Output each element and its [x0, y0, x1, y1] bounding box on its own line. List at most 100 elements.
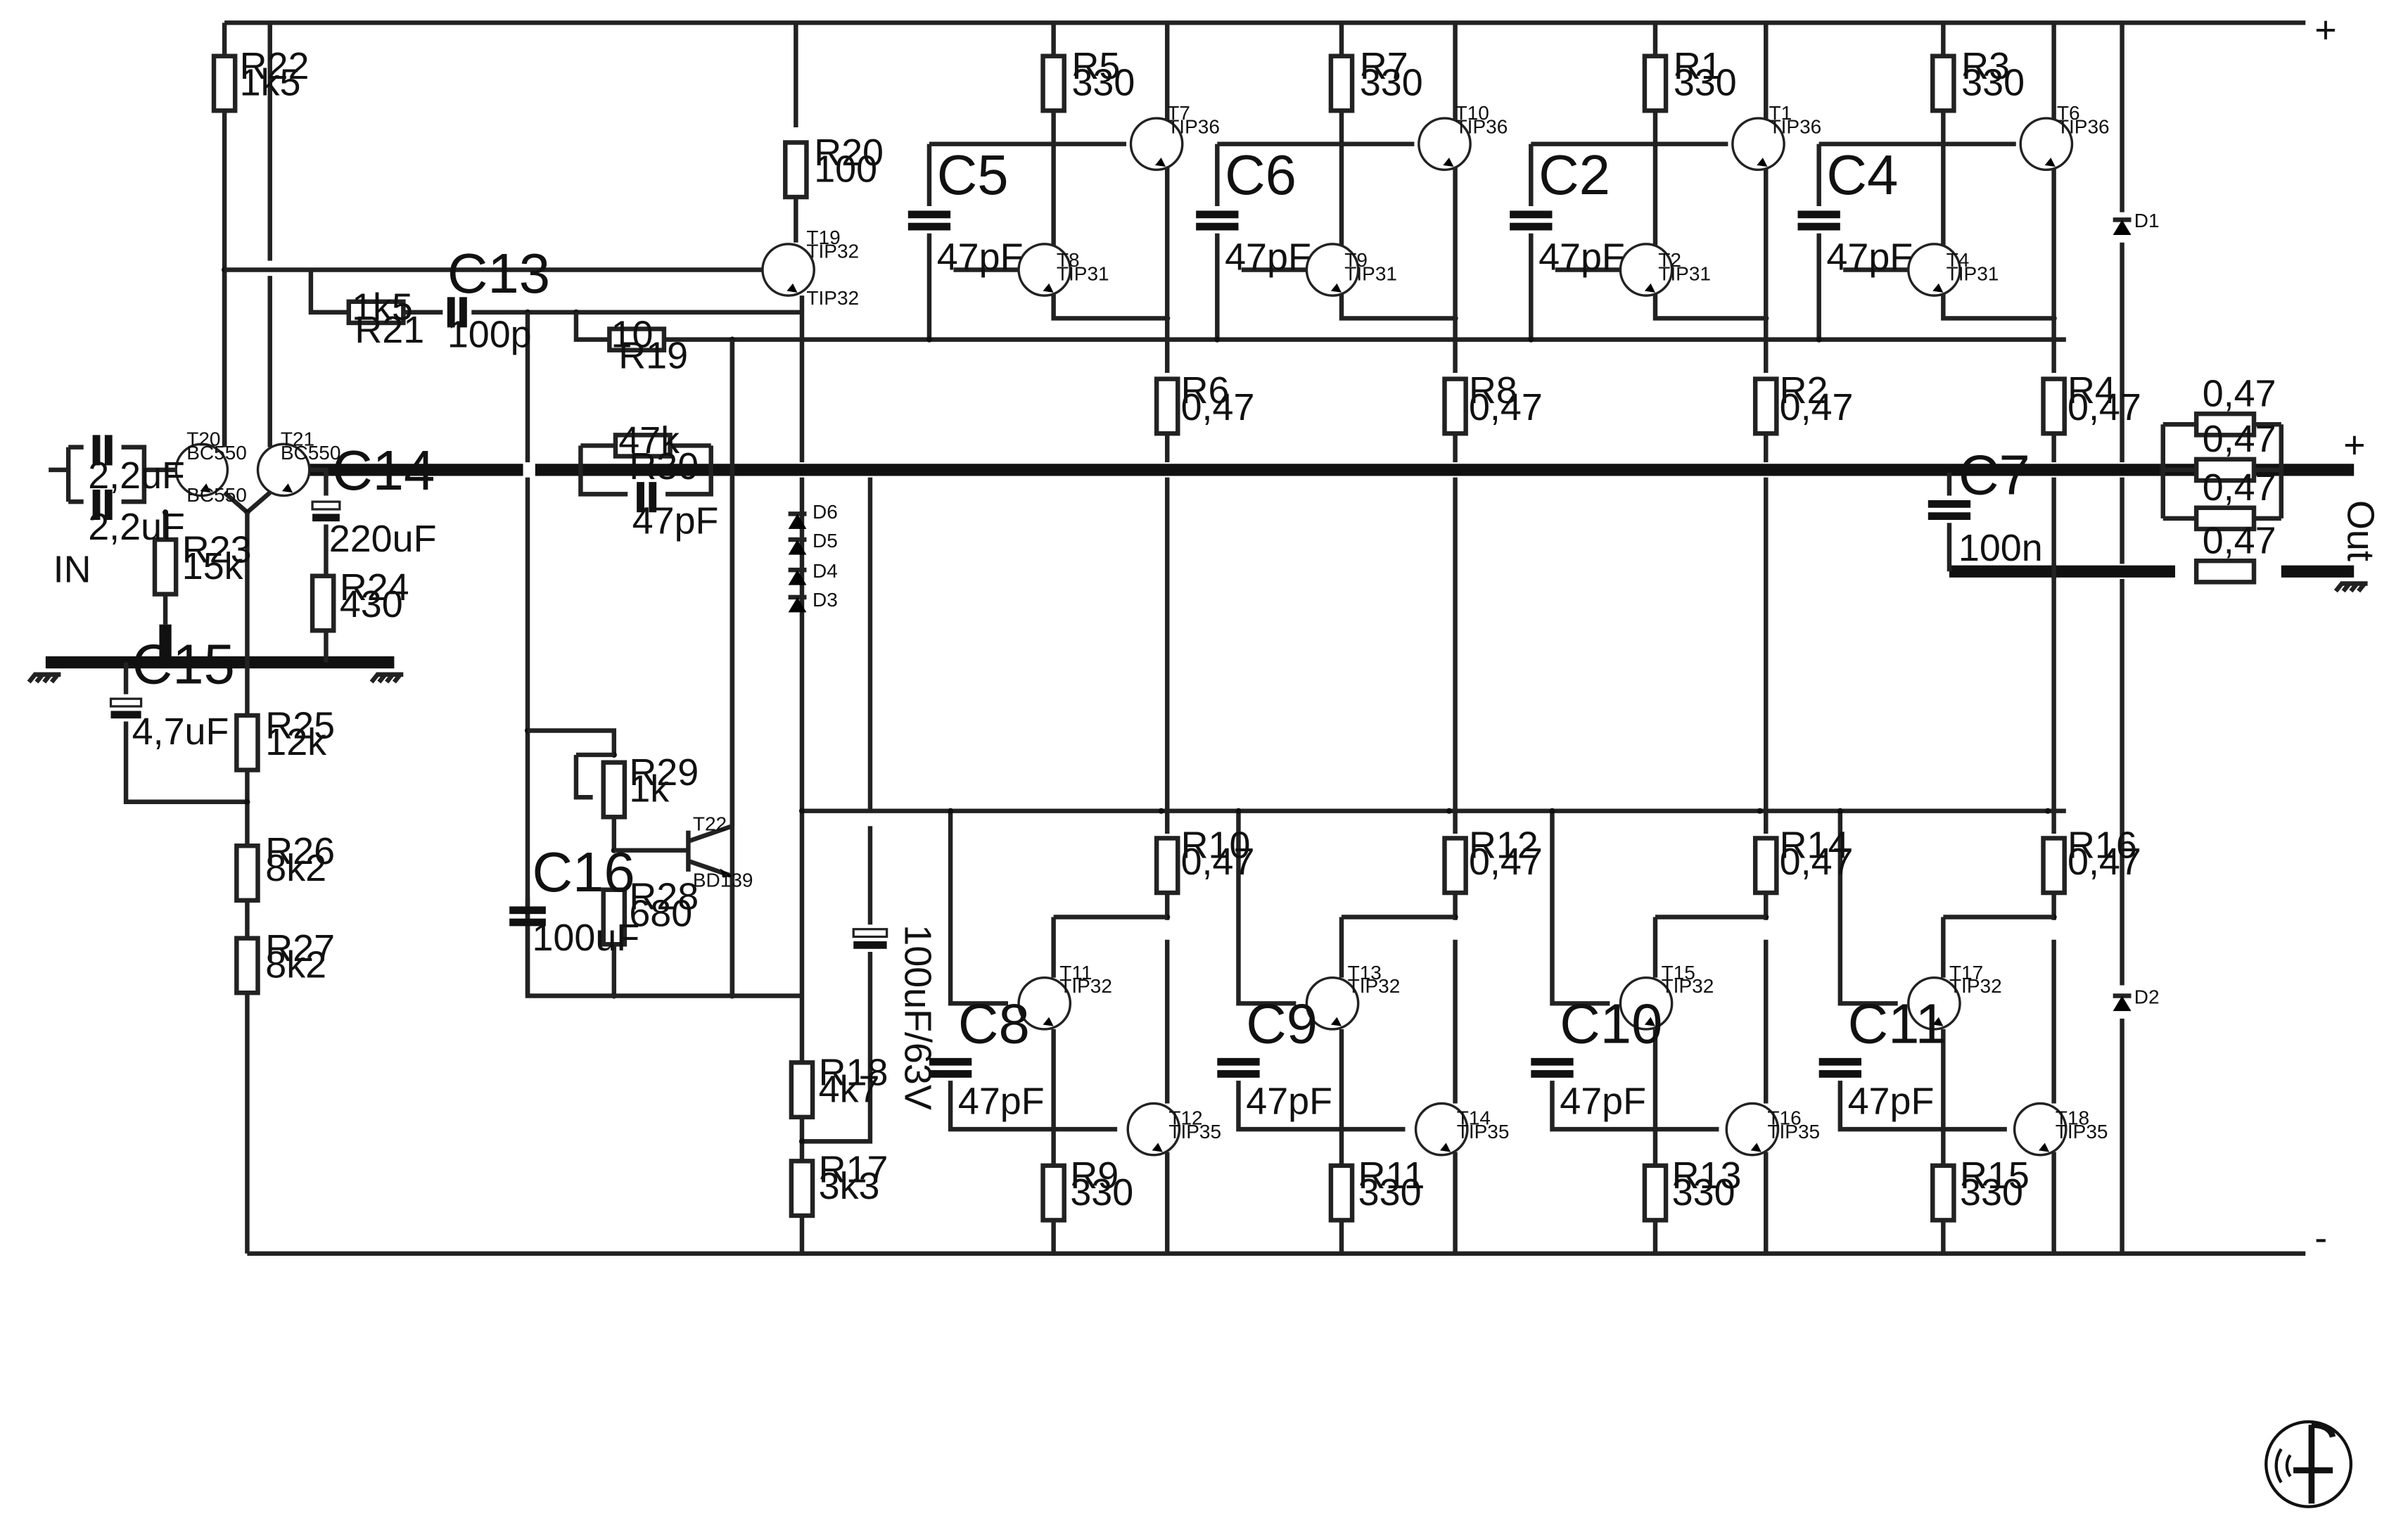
capacitor-CBIG-value: 100uF/63V [896, 924, 938, 1110]
transistor-arrow [1932, 1017, 1944, 1026]
resistor-R16 [2041, 836, 2067, 896]
wire [1051, 292, 1168, 321]
capacitor-C11 [1818, 1057, 1861, 1066]
capacitor-C5-value: 47pF [937, 236, 1024, 279]
resistor-R12-value: 0,47 [1469, 841, 1543, 883]
resistor-R20 [783, 140, 809, 200]
transistor-T7-type: TIP36 [1167, 116, 1220, 138]
resistor-R4-name: R4 [2068, 369, 2116, 412]
junction-dot [926, 336, 933, 343]
resistor-R22-name: R22 [240, 45, 310, 87]
resistor-R9 [1040, 1163, 1066, 1223]
capacitor-CIN2 [92, 489, 101, 521]
transistor-T1 [1731, 117, 1785, 172]
transistor-T10-name: T10 [1455, 102, 1489, 124]
logo [2264, 1420, 2353, 1508]
capacitor-C2-value: 47pF [1538, 236, 1625, 279]
capacitor-CIN1 [104, 435, 113, 466]
junction-dot [948, 808, 954, 814]
transistor-T18 [2013, 1102, 2068, 1157]
diode-D2-label: D2 [2134, 986, 2160, 1007]
transistor-T19 [761, 243, 815, 297]
output-label: Out [2340, 500, 2382, 561]
transistor-arrow [1750, 1143, 1762, 1152]
transistor-T15-name: T15 [1662, 962, 1695, 984]
transistor-T1-name: T1 [1769, 102, 1792, 124]
transistor-arrow [1644, 1017, 1655, 1026]
transistor-T21-type: BC550 [281, 442, 341, 464]
resistor-R13-name: R13 [1672, 1154, 1742, 1197]
capacitor-C16-value: 100uF [532, 917, 639, 959]
capacitor-C10 [1531, 1070, 1574, 1078]
transistor-arrow [2044, 158, 2056, 167]
resistor-R14 [1752, 836, 1779, 896]
capacitor-C5 [907, 210, 951, 219]
transistor-arrow [2039, 1143, 2050, 1152]
transistor-T17 [1907, 976, 1961, 1031]
transistor-arrow [200, 483, 211, 493]
resistor-R18-name: R18 [819, 1052, 888, 1094]
capacitor-C2 [1510, 222, 1553, 231]
junction-dot [1452, 466, 1458, 473]
junction-dot [162, 509, 169, 516]
junction-dot [2051, 466, 2057, 473]
transistor-T16-name: T16 [1767, 1107, 1801, 1129]
resistor-R23-value: 15k [182, 545, 244, 587]
transistor-T22-name: T22 [693, 813, 727, 835]
ground-hatch [385, 673, 395, 684]
capacitor-C6 [1196, 222, 1239, 231]
capacitor-C11-value: 47pF [1848, 1081, 1935, 1123]
capacitor-C2-name: C2 [1538, 144, 1610, 206]
transistor-T6-type: TIP36 [2057, 116, 2110, 138]
diode-D6 [788, 514, 807, 529]
resistor-R2-name: R2 [1780, 369, 1828, 412]
transistor-T20-type-b: BC550 [186, 484, 247, 506]
transistor-T13 [1305, 976, 1360, 1031]
wire [687, 824, 733, 844]
capacitor-C16 [509, 906, 546, 915]
resistor-R2 [1752, 376, 1779, 436]
transistor-T17-name: T17 [1949, 962, 1983, 984]
transistor-T4-type: TIP31 [1947, 263, 1999, 285]
capacitor-C9-name: C9 [1246, 992, 1318, 1055]
rail-plus-label: + [2314, 8, 2336, 51]
capacitor-C2 [1510, 210, 1553, 219]
transistor-T6-name: T6 [2057, 102, 2080, 124]
resistor-R10-name: R10 [1181, 824, 1251, 866]
resistor-R6 [1154, 376, 1180, 436]
resistor-R21-name: R21 [355, 309, 424, 351]
resistor-R17-name: R17 [819, 1149, 888, 1191]
ground-hatch [392, 673, 402, 684]
resistor-R7-value: 330 [1360, 62, 1423, 104]
transistor-T14-name: T14 [1457, 1107, 1491, 1129]
capacitor-C11 [1818, 1070, 1861, 1078]
resistor-R1-name: R1 [1674, 45, 1722, 87]
resistor-R22-value: 1k5 [240, 62, 301, 104]
input-label: IN [53, 548, 91, 590]
resistor-R29-value: 1k [629, 768, 670, 810]
capacitor-C30-value: 47pF [632, 499, 719, 542]
wire [121, 445, 147, 504]
capacitor-C8 [929, 1057, 972, 1066]
wire [948, 1081, 1118, 1132]
transistor-T8-type: TIP31 [1057, 263, 1109, 285]
junction-dot [2044, 808, 2051, 814]
diode-D5-label: D5 [813, 530, 838, 552]
resistor-R22 [211, 53, 238, 113]
transistor-arrow [1152, 1143, 1163, 1152]
capacitor-C6-name: C6 [1225, 144, 1297, 206]
output-resistor-value: 0,47 [2203, 466, 2276, 509]
ground-hatch [27, 673, 37, 684]
resistor-R23 [152, 537, 179, 597]
junction-dot [2119, 466, 2125, 473]
transistor-T12-name: T12 [1168, 1107, 1202, 1129]
resistor-out1 [2193, 457, 2257, 483]
transistor-T10 [1418, 117, 1472, 172]
diode-D4 [788, 570, 807, 585]
ground-hatch [369, 673, 380, 684]
transistor-T11-name: T11 [1059, 962, 1092, 984]
resistor-R27-name: R27 [265, 927, 335, 969]
transistor-T18-type: TIP35 [2056, 1121, 2108, 1143]
transistor-arrow [1043, 283, 1054, 293]
